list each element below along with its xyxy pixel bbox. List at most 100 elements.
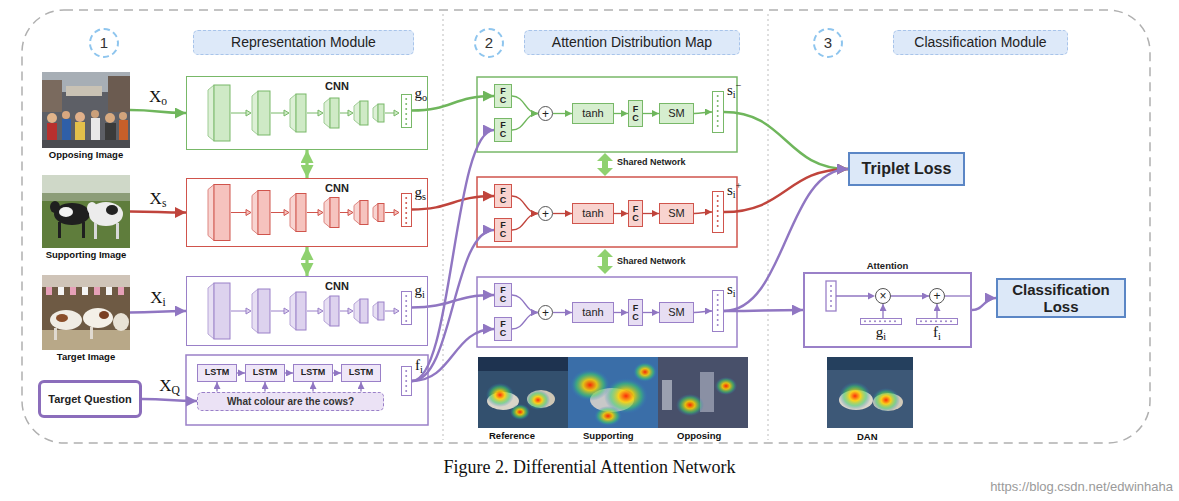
vector-label: fi: [415, 358, 423, 373]
target-photo: [70, 287, 76, 295]
supporting-photo: [106, 205, 118, 215]
figure-caption: Figure 2. Differential Attention Network: [0, 457, 1179, 478]
vector-label: go: [415, 86, 428, 101]
connector: [643, 213, 659, 214]
edge-label: Xo: [149, 88, 167, 105]
connector: [614, 213, 628, 214]
fc-layer: FC: [494, 118, 512, 142]
node-label: LSTM: [253, 368, 278, 378]
attention-heatmap: [827, 357, 913, 428]
node-label: FC: [632, 105, 639, 123]
target-photo: [54, 328, 57, 340]
shared-arrow: [602, 256, 608, 267]
vector-dot: [405, 113, 407, 115]
vector-dot: [717, 200, 719, 202]
shared-arrow: [597, 153, 613, 161]
attention-heatmap: [510, 404, 530, 420]
node-label: CNN: [325, 80, 349, 92]
subscript: s: [162, 197, 167, 210]
attention-box: Attention×+gifi: [803, 272, 972, 348]
node-label: +: [933, 290, 940, 302]
vector-dot: [717, 110, 719, 112]
attention-heatmap: [676, 394, 704, 416]
vector-dots: [402, 292, 411, 324]
opposing-photo: [42, 72, 130, 148]
shared-arrow: [597, 168, 613, 176]
cnn-box: CNN go: [186, 76, 428, 150]
supporting-photo: [59, 207, 73, 217]
attention-heatmap: [570, 369, 610, 401]
attention-heatmap: [827, 357, 913, 428]
question-text: What colour are the cows?: [197, 392, 384, 411]
vector-dot: [930, 320, 932, 322]
softmax-layer: SM: [659, 203, 694, 223]
edge-label: XQ: [159, 377, 180, 394]
connector: [694, 112, 712, 114]
attention-internals: [830, 290, 832, 292]
vector-dot: [405, 315, 407, 317]
attention-heatmap: [594, 406, 622, 426]
vector-dot: [874, 320, 876, 322]
attention-heatmap: [486, 383, 514, 407]
node-label: tanh: [582, 207, 603, 219]
connector: [512, 114, 538, 131]
vector-label: gs: [415, 185, 426, 200]
vector-label: si: [727, 282, 736, 297]
vector-dot: [405, 108, 407, 110]
vector-dot: [717, 309, 719, 311]
subscript: i: [883, 331, 886, 342]
connector: [312, 382, 313, 392]
connector: [972, 298, 996, 310]
vector-dot: [920, 320, 922, 322]
target-photo: [113, 313, 129, 331]
vector-dot: [717, 205, 719, 207]
attention-heatmap: [872, 388, 900, 412]
node-label: FC: [500, 320, 507, 338]
tanh-layer: tanh: [572, 302, 614, 322]
heatmap-caption: Reference: [489, 430, 535, 441]
target-photo: [42, 275, 130, 350]
node-label: CNN: [325, 280, 349, 292]
subscript: o: [422, 92, 427, 103]
node-label: Attention Distribution Map: [552, 35, 712, 50]
attention-heatmap: [839, 382, 871, 410]
node-label: FC: [632, 205, 639, 223]
attention-internals: [830, 300, 832, 302]
connector: [142, 399, 197, 401]
sum-node: +: [538, 305, 553, 320]
attention-panel: [477, 177, 737, 247]
vector-dots: [861, 319, 901, 324]
shared-network-note: Shared Network: [617, 256, 686, 266]
connector: [614, 113, 628, 114]
node-label: SM: [668, 107, 685, 119]
attention-heatmap: [478, 357, 568, 371]
node-label: FC: [500, 221, 507, 239]
connector: [130, 110, 186, 113]
node-label: Target Question: [48, 393, 132, 405]
supporting-photo: [42, 193, 130, 201]
attention-heatmap: [715, 377, 737, 395]
node-label: SM: [668, 306, 685, 318]
vector-dot: [940, 320, 942, 322]
vector-dot: [405, 103, 407, 105]
vector-dot: [717, 299, 719, 301]
lstm-cell: LSTM: [245, 364, 285, 382]
opposing-photo: [91, 110, 99, 118]
attention-internals: [830, 295, 832, 297]
cnn-layers: [208, 85, 399, 141]
fc-layer: FC: [494, 218, 512, 242]
cnn-layers: [208, 185, 399, 241]
subscript: i: [422, 289, 425, 300]
attention-heatmap: [478, 357, 568, 428]
connector: [512, 214, 538, 231]
cnn-layers: [208, 283, 399, 339]
loss-box: Classification Loss: [996, 278, 1126, 318]
vector-dot: [405, 98, 407, 100]
subscript: Q: [171, 384, 179, 397]
callout-number: 2: [485, 35, 493, 52]
supporting-photo: [50, 201, 60, 213]
softmax-layer: SM: [659, 103, 694, 123]
connector: [412, 230, 494, 381]
node-label: SM: [668, 207, 685, 219]
